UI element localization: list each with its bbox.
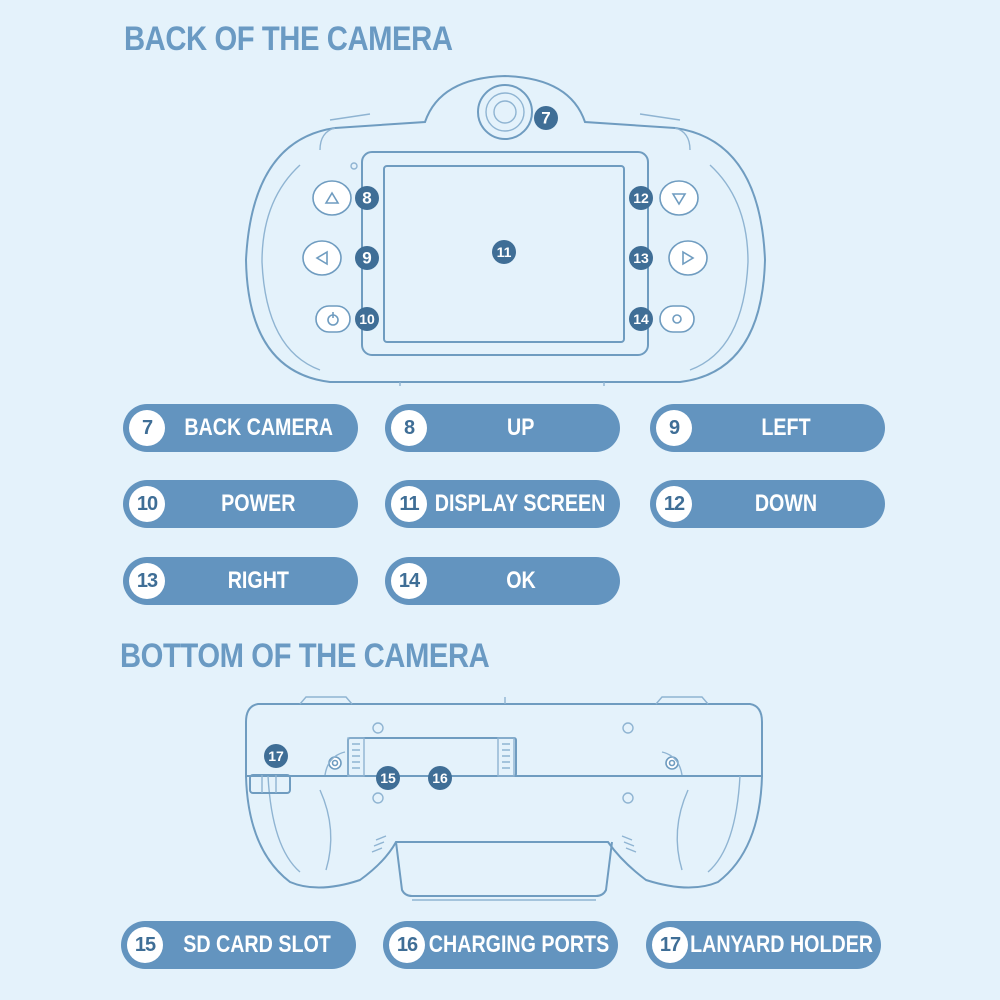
marker-10: 10 [355, 307, 379, 331]
legend-label: BACK CAMERA [184, 414, 333, 441]
svg-text:16: 16 [432, 770, 448, 786]
legend-item-back-camera: 7 BACK CAMERA [123, 404, 358, 452]
legend-item-left: 9 LEFT [650, 404, 885, 452]
down-button-icon [659, 180, 699, 216]
marker-14: 14 [629, 307, 653, 331]
svg-text:7: 7 [541, 109, 550, 128]
marker-7: 7 [534, 106, 558, 130]
legend-label: LANYARD HOLDER [690, 931, 873, 958]
svg-text:9: 9 [362, 249, 371, 268]
legend-item-lanyard-holder: 17 LANYARD HOLDER [646, 921, 881, 969]
legend-number: 13 [129, 563, 165, 599]
power-button-icon [315, 305, 351, 333]
legend-label: POWER [221, 490, 296, 517]
legend-label: SD CARD SLOT [182, 931, 331, 958]
legend-item-up: 8 UP [385, 404, 620, 452]
legend-label: UP [506, 414, 535, 441]
legend-number: 16 [389, 927, 425, 963]
camera-back-body [244, 74, 767, 386]
legend-number: 11 [391, 486, 427, 522]
svg-text:8: 8 [362, 189, 371, 208]
svg-text:14: 14 [633, 311, 649, 327]
svg-text:15: 15 [380, 770, 396, 786]
marker-17: 17 [264, 744, 288, 768]
marker-9: 9 [355, 246, 379, 270]
legend-number: 12 [656, 486, 692, 522]
heading-bottom-of-camera: BOTTOM OF THE CAMERA [120, 637, 490, 675]
legend-label: RIGHT [227, 567, 290, 594]
marker-16: 16 [428, 766, 452, 790]
legend-label: OK [505, 567, 536, 594]
svg-text:10: 10 [359, 311, 375, 327]
marker-11: 11 [492, 240, 516, 264]
svg-text:17: 17 [268, 748, 284, 764]
legend-item-ok: 14 OK [385, 557, 620, 605]
legend-number: 15 [127, 927, 163, 963]
marker-8: 8 [355, 186, 379, 210]
legend-number: 9 [656, 410, 692, 446]
legend-item-right: 13 RIGHT [123, 557, 358, 605]
legend-label: LEFT [760, 414, 811, 441]
marker-13: 13 [629, 246, 653, 270]
ok-button-icon [659, 305, 695, 333]
legend-label: DOWN [754, 490, 817, 517]
legend-item-charging-ports: 16 CHARGING PORTS [383, 921, 618, 969]
camera-bottom-body [245, 696, 763, 901]
legend-item-sd-card-slot: 15 SD CARD SLOT [121, 921, 356, 969]
svg-text:12: 12 [633, 190, 649, 206]
legend-number: 7 [129, 410, 165, 446]
lanyard-holder [249, 774, 291, 794]
heading-back-of-camera: BACK OF THE CAMERA [124, 20, 453, 58]
back-camera-lens [477, 84, 533, 140]
up-button-icon [312, 180, 352, 216]
left-button-icon [302, 240, 342, 276]
legend-label: DISPLAY SCREEN [435, 490, 606, 517]
legend-number: 10 [129, 486, 165, 522]
marker-12: 12 [629, 186, 653, 210]
right-button-icon [668, 240, 708, 276]
legend-item-display-screen: 11 DISPLAY SCREEN [385, 480, 620, 528]
legend-item-down: 12 DOWN [650, 480, 885, 528]
legend-item-power: 10 POWER [123, 480, 358, 528]
legend-number: 8 [391, 410, 427, 446]
vent-holes [371, 835, 637, 853]
legend-label: CHARGING PORTS [428, 931, 609, 958]
svg-text:11: 11 [497, 244, 512, 260]
marker-15: 15 [376, 766, 400, 790]
svg-text:13: 13 [633, 250, 649, 266]
legend-number: 14 [391, 563, 427, 599]
legend-number: 17 [652, 927, 688, 963]
